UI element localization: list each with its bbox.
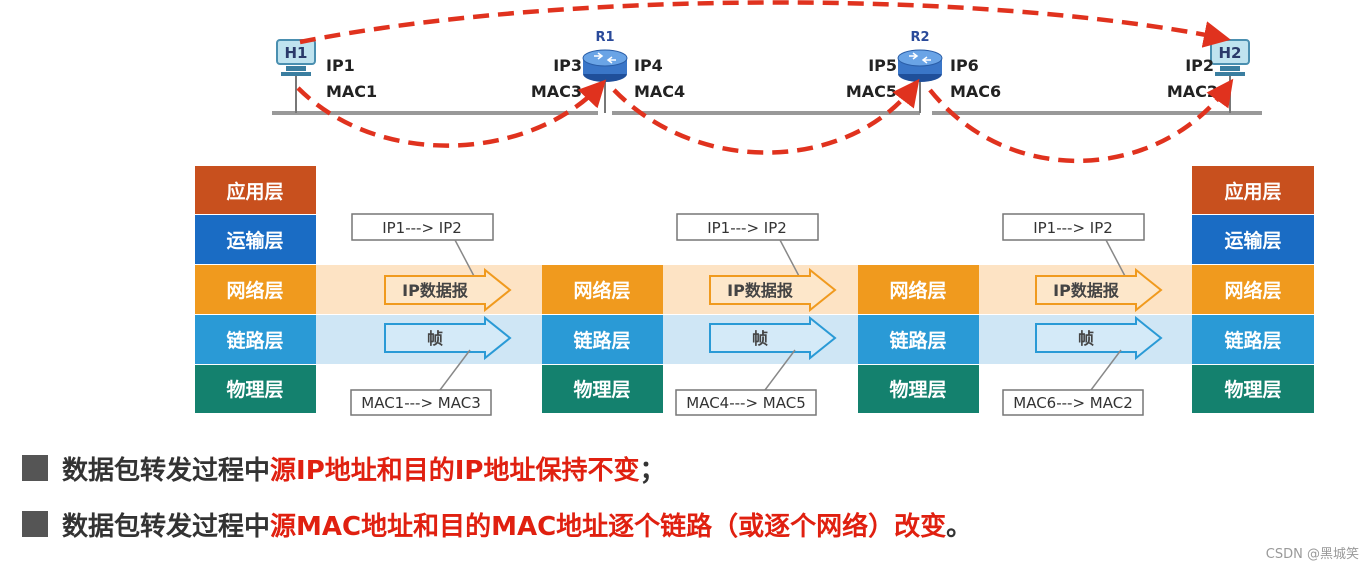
bullet-square-icon [22, 455, 48, 481]
bullet-1-tail: ； [639, 455, 666, 486]
r1-left-ip: IP3 [553, 56, 582, 75]
h2-protocol-stack: 应用层 运输层 网络层 链路层 物理层 [1192, 166, 1314, 413]
link-arrow-3 [928, 78, 1234, 163]
r1-right-ip: IP4 [634, 56, 663, 75]
h1-layer-link: 链路层 [226, 329, 283, 352]
hop-1-packet: IP数据报 [402, 281, 468, 300]
h2-mac: MAC2 [1167, 82, 1218, 101]
hop-1: IP1---> IP2 IP数据报 帧 MAC1---> MAC3 [350, 213, 512, 416]
bullet-1-plain: 数据包转发过程中 [62, 455, 271, 486]
h1-ip: IP1 [326, 56, 355, 75]
hop-3: IP1---> IP2 IP数据报 帧 MAC6---> MAC2 [1002, 213, 1163, 416]
r1-left-mac: MAC3 [531, 82, 582, 101]
h1-protocol-stack: 应用层 运输层 网络层 链路层 物理层 [195, 166, 316, 413]
h2-layer-network: 网络层 [1224, 279, 1281, 302]
r2-left-ip: IP5 [868, 56, 897, 75]
host-h1-label: H1 [285, 44, 308, 62]
h1-layer-application: 应用层 [226, 180, 283, 203]
bullet-2-plain: 数据包转发过程中 [62, 511, 271, 542]
hop-1-mac-header: MAC1---> MAC3 [361, 394, 481, 412]
watermark-credit: CSDN @黑城笑 [1265, 547, 1359, 562]
hop-2: IP1---> IP2 IP数据报 帧 MAC4---> MAC5 [675, 213, 837, 416]
host-h1: H1 [276, 39, 316, 113]
hop-3-frame: 帧 [1078, 329, 1094, 348]
hop-2-mac-header: MAC4---> MAC5 [686, 394, 806, 412]
r1-layer-network: 网络层 [573, 279, 630, 302]
bullet-ip-unchanged: 数据包转发过程中源IP地址和目的IP地址保持不变； [22, 440, 1362, 496]
hop-2-frame: 帧 [752, 329, 768, 348]
r2-right-ip: IP6 [950, 56, 979, 75]
bullet-1-highlight: 源IP地址和目的IP地址保持不变 [270, 455, 640, 486]
r2-layer-link: 链路层 [889, 329, 946, 352]
bullet-2-highlight: 源MAC地址和目的MAC地址逐个链路（或逐个网络）改变 [270, 511, 947, 542]
r2-layer-network: 网络层 [889, 279, 946, 302]
router-r2: R2 [897, 30, 943, 113]
r1-layer-link: 链路层 [573, 329, 630, 352]
r1-right-mac: MAC4 [634, 82, 685, 101]
host-h2-label: H2 [1219, 44, 1242, 62]
end-to-end-ip-arrow [299, 0, 1231, 48]
hop-1-frame: 帧 [427, 329, 443, 348]
r2-left-mac: MAC5 [846, 82, 897, 101]
r2-right-mac: MAC6 [950, 82, 1001, 101]
h2-layer-link: 链路层 [1224, 329, 1281, 352]
host-h2: H2 [1210, 39, 1250, 113]
h1-layer-transport: 运输层 [226, 229, 283, 252]
bullet-mac-changes: 数据包转发过程中源MAC地址和目的MAC地址逐个链路（或逐个网络）改变。 [22, 496, 1362, 552]
bullet-2-tail: 。 [946, 511, 973, 542]
router-r2-label: R2 [910, 30, 929, 45]
h2-layer-application: 应用层 [1224, 180, 1281, 203]
hop-2-packet: IP数据报 [727, 281, 793, 300]
hop-3-ip-header: IP1---> IP2 [1033, 219, 1113, 237]
h2-layer-transport: 运输层 [1224, 229, 1281, 252]
r1-protocol-stack: 网络层 链路层 物理层 [542, 265, 663, 413]
bullet-square-icon [22, 511, 48, 537]
hop-2-ip-header: IP1---> IP2 [707, 219, 787, 237]
h1-layer-physical: 物理层 [226, 378, 283, 401]
network-diagram: H1 H2 R1 R2 IP1 MAC1 IP3 MAC3 IP4 MAC4 [195, 0, 1314, 416]
hop-1-ip-header: IP1---> IP2 [382, 219, 462, 237]
h2-ip: IP2 [1185, 56, 1214, 75]
r1-layer-physical: 物理层 [573, 378, 630, 401]
summary-bullets: 数据包转发过程中源IP地址和目的IP地址保持不变； 数据包转发过程中源MAC地址… [22, 440, 1362, 552]
router-r1-label: R1 [595, 30, 614, 45]
h1-layer-network: 网络层 [226, 279, 283, 302]
r2-layer-physical: 物理层 [889, 378, 946, 401]
router-r1: R1 [582, 30, 628, 113]
h2-layer-physical: 物理层 [1224, 378, 1281, 401]
hop-3-mac-header: MAC6---> MAC2 [1013, 394, 1133, 412]
h1-mac: MAC1 [326, 82, 377, 101]
r2-protocol-stack: 网络层 链路层 物理层 [858, 265, 979, 413]
hop-3-packet: IP数据报 [1053, 281, 1119, 300]
